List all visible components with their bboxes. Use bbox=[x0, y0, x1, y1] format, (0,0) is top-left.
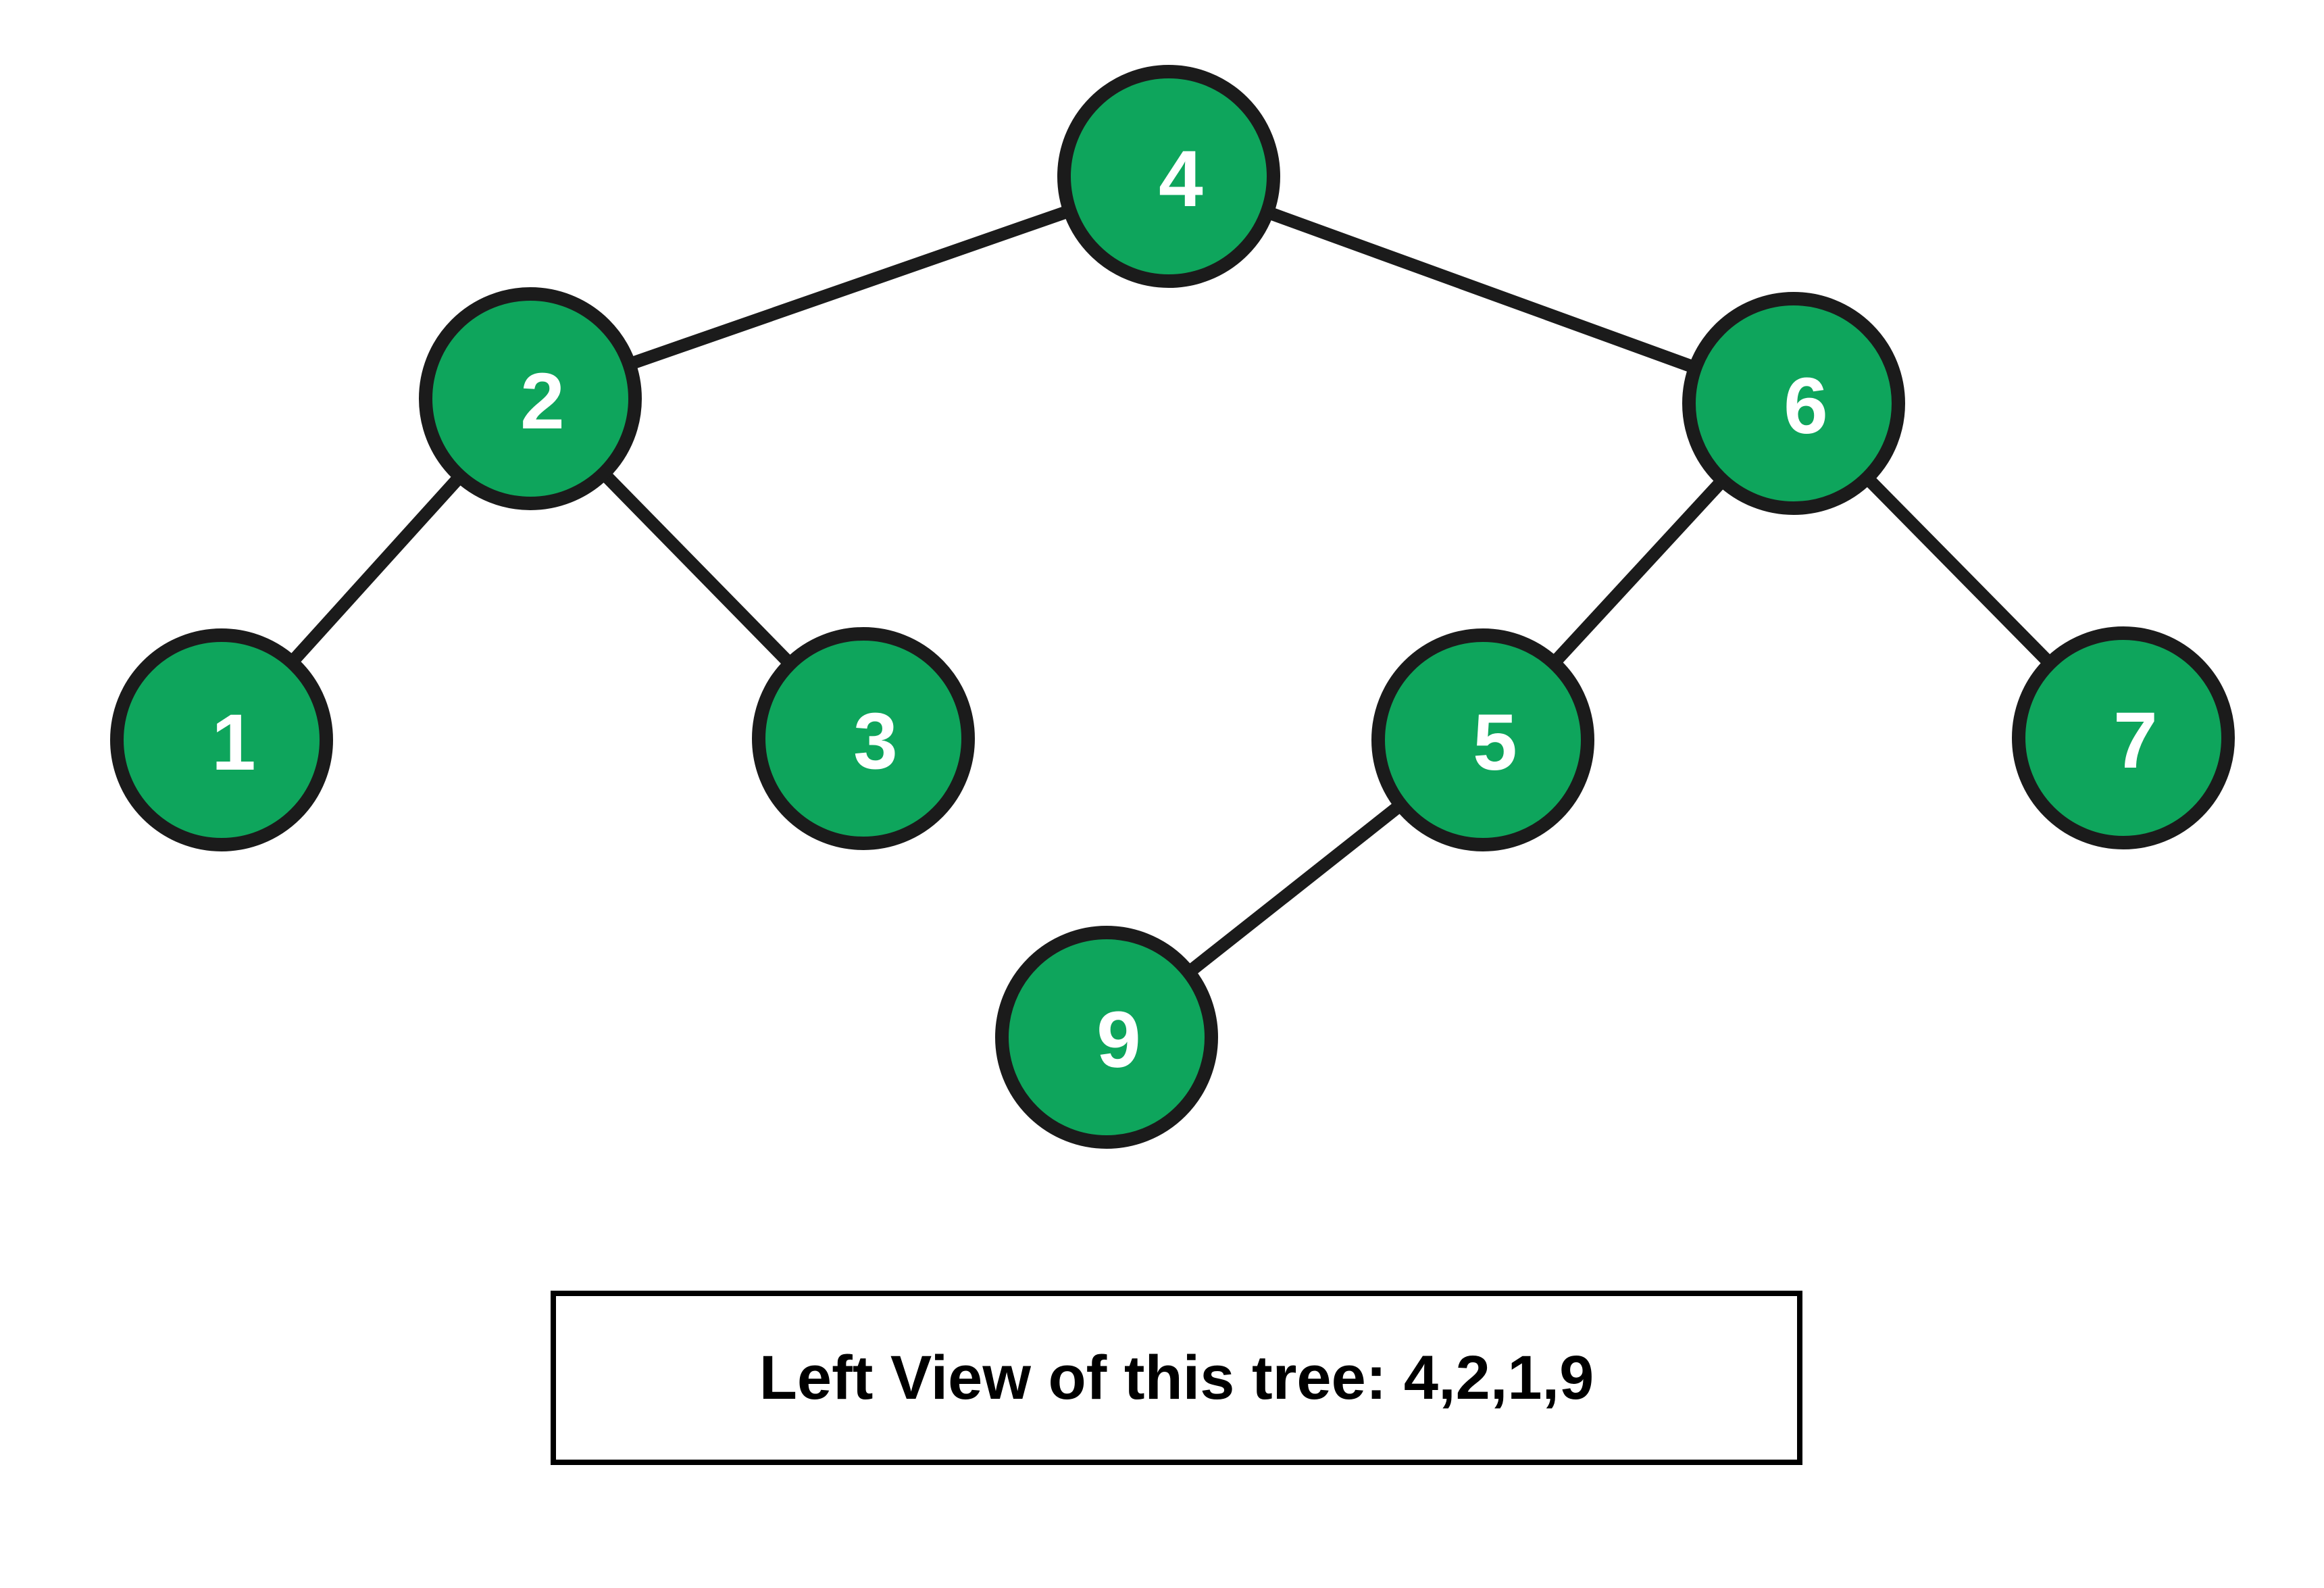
tree-edge-n2-n3 bbox=[596, 466, 798, 672]
tree-node-7[interactable]: 7 bbox=[2012, 626, 2235, 849]
node-label-1: 1 bbox=[211, 698, 256, 787]
caption-box: Left View of this tree: 4,2,1,9 bbox=[551, 1291, 1802, 1465]
tree-edges-group bbox=[284, 203, 2058, 980]
node-circle-1[interactable] bbox=[110, 628, 333, 851]
node-circle-3[interactable] bbox=[752, 627, 975, 850]
node-circle-5[interactable] bbox=[1371, 628, 1594, 851]
tree-node-2[interactable]: 2 bbox=[419, 287, 642, 510]
tree-edge-n4-n2 bbox=[621, 203, 1078, 372]
tree-node-6[interactable]: 6 bbox=[1682, 292, 1905, 515]
tree-node-3[interactable]: 3 bbox=[752, 627, 975, 850]
node-circle-7[interactable] bbox=[2012, 626, 2235, 849]
tree-edge-n2-n1 bbox=[284, 468, 468, 670]
tree-node-1[interactable]: 1 bbox=[110, 628, 333, 851]
node-circle-6[interactable] bbox=[1682, 292, 1905, 515]
node-circle-4[interactable] bbox=[1057, 65, 1280, 288]
node-label-7: 7 bbox=[2113, 696, 2158, 785]
caption-text: Left View of this tree: 4,2,1,9 bbox=[759, 1343, 1594, 1412]
node-circle-9[interactable] bbox=[995, 926, 1218, 1149]
node-label-2: 2 bbox=[520, 357, 565, 446]
tree-edge-n6-n7 bbox=[1859, 470, 2058, 671]
node-circle-2[interactable] bbox=[419, 287, 642, 510]
node-label-3: 3 bbox=[853, 697, 898, 786]
tree-node-4[interactable]: 4 bbox=[1057, 65, 1280, 288]
tree-edge-n6-n5 bbox=[1546, 472, 1730, 671]
tree-edge-n5-n9 bbox=[1181, 797, 1409, 980]
node-label-5: 5 bbox=[1473, 698, 1517, 787]
node-label-4: 4 bbox=[1159, 134, 1203, 224]
node-label-6: 6 bbox=[1784, 362, 1828, 451]
node-label-9: 9 bbox=[1096, 995, 1141, 1085]
tree-node-5[interactable]: 5 bbox=[1371, 628, 1594, 851]
tree-nodes-group: 4 2 6 1 3 5 7 9 bbox=[110, 65, 2235, 1149]
tree-edge-n4-n6 bbox=[1259, 205, 1703, 375]
tree-node-9[interactable]: 9 bbox=[995, 926, 1218, 1149]
